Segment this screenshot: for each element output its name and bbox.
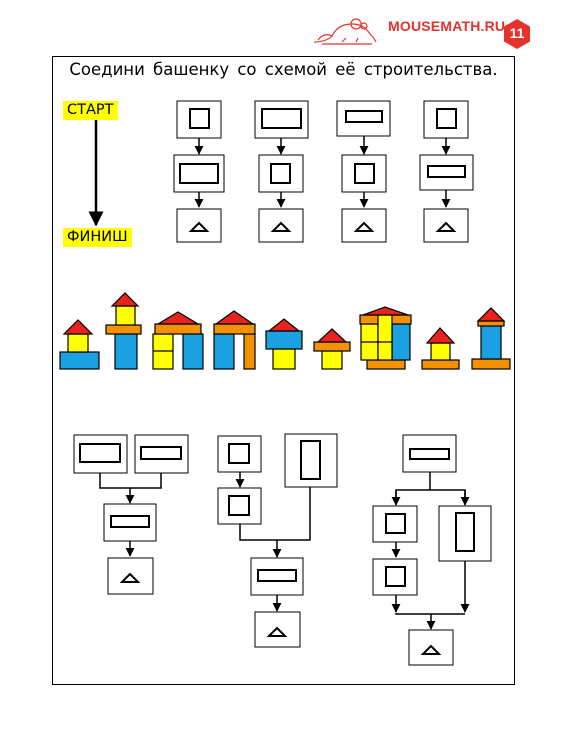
task-title: Соедини башенку со схемой её строительст… (69, 60, 498, 79)
tower-1 (59, 319, 100, 370)
page-number-badge: 11 (502, 19, 532, 49)
tower-3 (152, 311, 204, 370)
tower-6 (313, 328, 351, 370)
finish-label: ФИНИШ (63, 228, 132, 247)
top-scheme-1 (173, 100, 225, 243)
brand-name[interactable]: MOUSEMATH.RU (388, 18, 506, 34)
tower-8 (421, 327, 460, 370)
top-scheme-2 (254, 100, 309, 243)
bottom-scheme-1 (73, 434, 189, 595)
bottom-scheme-3 (372, 434, 492, 666)
worksheet-frame (52, 56, 515, 685)
start-label: СТАРТ (63, 101, 118, 120)
tower-4 (213, 310, 256, 370)
top-scheme-3 (336, 100, 391, 243)
tower-2 (105, 292, 142, 370)
top-scheme-4 (419, 100, 474, 243)
tower-7 (359, 306, 412, 370)
bottom-scheme-2 (217, 433, 338, 648)
tower-9 (471, 307, 511, 370)
mouse-logo-icon (312, 14, 382, 48)
tower-5 (265, 318, 303, 370)
page-number: 11 (509, 25, 525, 41)
